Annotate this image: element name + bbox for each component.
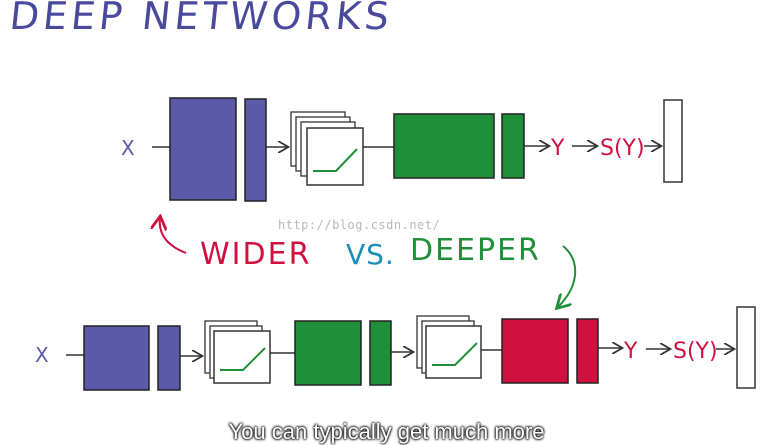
top-relu-curve — [313, 148, 358, 172]
video-subtitle: You can typically get much more — [228, 419, 545, 444]
top-output-bias — [501, 113, 525, 179]
top-output-linear-layer — [393, 113, 495, 179]
top-network: X Y S(Y) — [121, 97, 683, 202]
vs-label: VS. — [346, 238, 395, 271]
bottom-linear-layer-3 — [501, 318, 569, 384]
deeper-label: DEEPER — [410, 233, 541, 268]
watermark-url: http://blog.csdn.net/ — [278, 218, 441, 232]
network-diagram: X Y S(Y) WIDER VS. DEEPER X — [35, 97, 756, 391]
bottom-bias-3 — [576, 318, 599, 384]
bottom-output-vector — [736, 306, 756, 389]
deeper-arrow — [558, 245, 577, 307]
top-output-label: Y — [550, 136, 565, 161]
top-input-label: X — [121, 136, 135, 160]
bottom-output-label: Y — [623, 339, 638, 364]
bottom-linear-layer-2 — [294, 320, 362, 386]
bottom-softmax-label: S(Y) — [673, 339, 718, 364]
top-relu-stack — [290, 111, 364, 186]
bottom-bias-2 — [369, 320, 392, 386]
bottom-linear-layer-1 — [83, 325, 150, 391]
bottom-bias-1 — [157, 325, 181, 391]
bottom-relu-curve-2 — [432, 342, 478, 366]
wider-arrow — [160, 218, 187, 254]
comparison-labels: WIDER VS. DEEPER — [160, 218, 577, 307]
bottom-input-label: X — [35, 343, 49, 367]
top-linear-layer-wide — [169, 97, 237, 201]
bottom-relu-curve-1 — [220, 347, 266, 371]
bottom-relu-stack-2 — [416, 315, 482, 379]
bottom-network: X Y S(Y) — [35, 306, 756, 391]
bottom-relu-stack-1 — [204, 320, 271, 384]
top-softmax-label: S(Y) — [600, 136, 645, 161]
wider-label: WIDER — [200, 237, 311, 272]
top-bias-layer — [244, 98, 267, 202]
top-output-vector — [663, 99, 683, 183]
